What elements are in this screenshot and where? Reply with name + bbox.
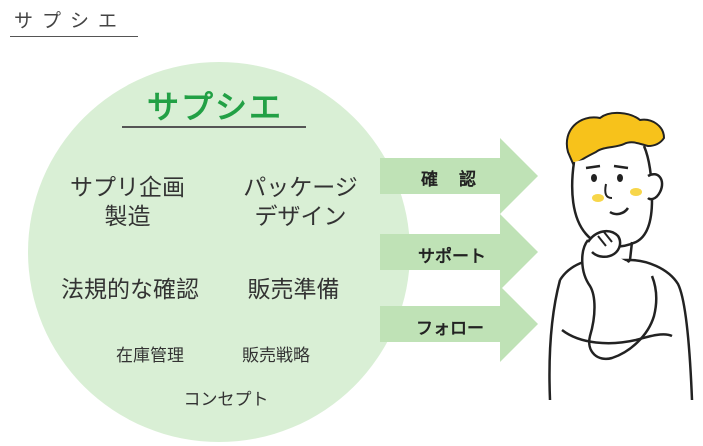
arm-crossed bbox=[561, 328, 673, 345]
hair-shape bbox=[565, 112, 666, 168]
arrow-confirm bbox=[380, 138, 538, 214]
item-supplement-planning-line2: 製造 bbox=[104, 204, 151, 230]
item-package-design-line2: デザイン bbox=[254, 204, 347, 230]
brand-underline bbox=[122, 126, 306, 128]
arm-thinking bbox=[581, 239, 658, 361]
left-eye bbox=[591, 174, 597, 182]
arrows-group bbox=[380, 138, 538, 362]
ear-shape bbox=[647, 173, 664, 201]
right-eye bbox=[617, 174, 623, 182]
service-circle bbox=[28, 62, 410, 442]
item-package-design: パッケージ デザイン bbox=[228, 174, 373, 232]
arrow-label-support: サポート bbox=[418, 247, 486, 267]
header-title: サプシエ bbox=[14, 10, 127, 32]
left-cheek bbox=[592, 194, 604, 202]
item-package-design-line1: パッケージ bbox=[243, 175, 358, 201]
item-concept: コンセプト bbox=[183, 390, 269, 410]
brand-title: サプシエ bbox=[146, 88, 283, 126]
item-supplement-planning-line1: サプリ企画 bbox=[70, 175, 185, 201]
item-legal-check: 法規的な確認 bbox=[61, 277, 199, 303]
item-inventory: 在庫管理 bbox=[116, 346, 184, 366]
arrow-support bbox=[380, 214, 538, 290]
item-supplement-planning: サプリ企画 製造 bbox=[55, 174, 200, 232]
arrow-label-follow: フォロー bbox=[416, 319, 484, 339]
item-sales-prep: 販売準備 bbox=[247, 277, 340, 303]
header-underline bbox=[10, 36, 138, 37]
item-sales-strategy: 販売戦略 bbox=[242, 346, 310, 366]
arrow-label-confirm: 確 認 bbox=[421, 170, 478, 190]
arrow-follow bbox=[380, 286, 538, 362]
thinking-man-illustration bbox=[548, 112, 694, 401]
header: サプシエ bbox=[10, 8, 138, 37]
right-cheek bbox=[630, 188, 642, 196]
